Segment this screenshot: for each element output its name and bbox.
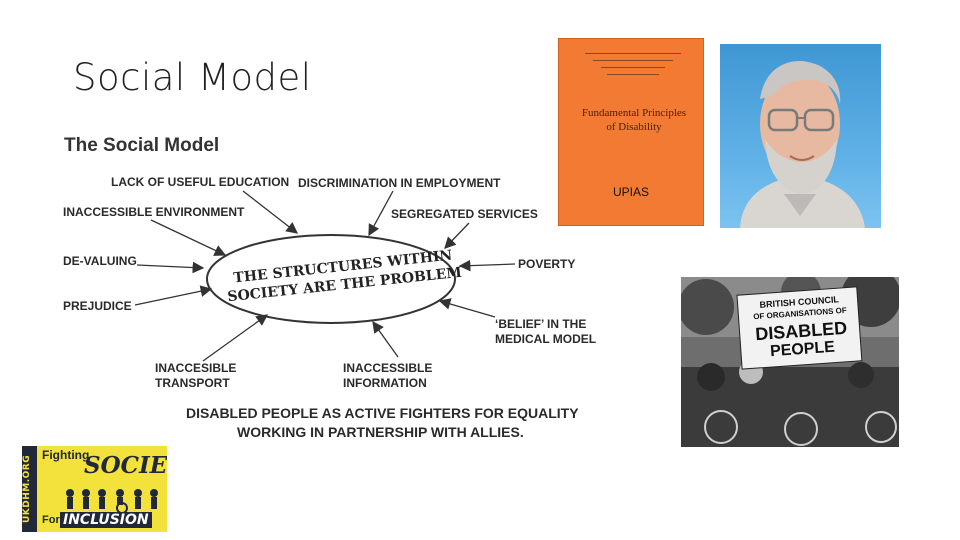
factor-devaluing: DE-VALUING: [63, 254, 137, 268]
logo-society-text: SOCIETY: [84, 452, 167, 479]
protest-banner: BRITISH COUNCIL OF ORGANISATIONS OF DISA…: [741, 293, 861, 363]
arrow-environment: [150, 219, 227, 256]
logo-inclusion-text: INCLUSION: [60, 512, 152, 528]
central-ellipse: [206, 234, 456, 324]
factor-discrimination: DISCRIMINATION IN EMPLOYMENT: [298, 176, 501, 190]
fundamental-principles-book-cover: Fundamental Principles of Disability UPI…: [558, 38, 704, 226]
factor-prejudice: PREJUDICE: [63, 299, 132, 313]
arrow-devaluing: [136, 261, 205, 274]
book-title-line1: Fundamental Principles: [581, 107, 687, 119]
slide-title: Social Model: [73, 56, 312, 99]
protest-illustration: [681, 277, 899, 447]
diagram-heading: The Social Model: [64, 135, 220, 156]
logo-for-text: For: [42, 514, 60, 526]
factor-inaccessible-transport: INACCESIBLE TRANSPORT: [155, 361, 236, 391]
arrow-poverty: [458, 259, 516, 272]
arrow-segregated: [444, 222, 470, 249]
book-caption-upias: UPIAS: [612, 185, 649, 199]
arrow-education: [242, 190, 299, 234]
factor-poverty: POVERTY: [518, 257, 576, 271]
logo-figures-icon: [66, 489, 158, 514]
logo-fighting-text: Fighting: [42, 448, 90, 462]
diagram-footer-line1: DISABLED PEOPLE AS ACTIVE FIGHTERS FOR E…: [186, 405, 579, 421]
transport-line1: INACCESIBLE: [155, 361, 237, 375]
transport-line2: TRANSPORT: [155, 376, 230, 390]
portrait-photo: [720, 44, 881, 228]
diagram-footer-line2: WORKING IN PARTNERSHIP WITH ALLIES.: [237, 424, 524, 440]
arrow-transport: [202, 314, 269, 362]
factor-inaccessible-information: INACCESSIBLE INFORMATION: [343, 361, 432, 391]
diagram-arrows: [134, 190, 516, 362]
book-tiny-print: [577, 53, 689, 81]
protest-photo: BRITISH COUNCIL OF ORGANISATIONS OF DISA…: [681, 277, 899, 447]
belief-line2: MEDICAL MODEL: [495, 332, 597, 346]
factor-inaccessible-environment: INACCESSIBLE ENVIRONMENT: [63, 205, 245, 219]
portrait-illustration: [740, 61, 865, 228]
factor-lack-of-education: LACK OF USEFUL EDUCATION: [111, 175, 290, 189]
factor-segregated-services: SEGREGATED SERVICES: [391, 207, 538, 221]
arrow-belief: [438, 298, 496, 318]
book-title-line2: of Disability: [606, 121, 662, 133]
factor-belief-medical-model: ‘BELIEF’ IN THE MEDICAL MODEL: [495, 317, 596, 347]
arrow-prejudice: [134, 285, 213, 306]
information-line1: INACCESSIBLE: [343, 361, 433, 375]
arrow-employment: [368, 190, 394, 237]
belief-line1: ‘BELIEF’ IN THE: [495, 317, 587, 331]
ukdhm-logo: UKDHM.ORG Fighting SOCIETY For INCLUSION: [22, 446, 167, 532]
information-line2: INFORMATION: [343, 376, 427, 390]
book-title: Fundamental Principles of Disability: [577, 106, 691, 134]
social-model-diagram: The Social Model LACK OF USEFUL EDUCATIO…: [55, 125, 635, 445]
arrow-information: [372, 320, 399, 358]
